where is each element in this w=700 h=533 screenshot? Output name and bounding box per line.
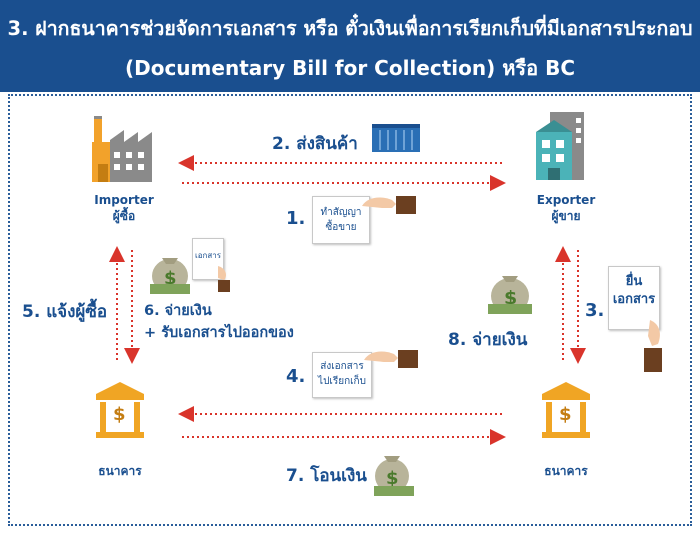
title-banner: 3. ฝากธนาคารช่วยจัดการเอกสาร หรือ ตั๋วเง… bbox=[0, 0, 700, 92]
bank-icon: $ bbox=[96, 382, 144, 438]
importer-label: Importer ผู้ซื้อ bbox=[94, 193, 154, 223]
step-5-label: 5. แจ้งผู้ซื้อ bbox=[22, 302, 108, 322]
exporter-label: Exporter ผู้ขาย bbox=[536, 193, 596, 223]
title-line-1: 3. ฝากธนาคารช่วยจัดการเอกสาร หรือ ตั๋วเง… bbox=[7, 17, 693, 40]
svg-text:$: $ bbox=[113, 404, 126, 425]
hand-with-document-icon bbox=[218, 266, 230, 292]
container-icon bbox=[372, 124, 420, 152]
factory-icon bbox=[92, 116, 152, 182]
contract-document: ทำสัญญา ซื้อขาย bbox=[312, 196, 370, 244]
money-bag-icon: $ bbox=[488, 276, 532, 314]
bank-left-label: ธนาคาร bbox=[98, 464, 142, 478]
step-7-label: 7. โอนเงิน bbox=[286, 466, 367, 486]
money-bag-icon: $ bbox=[374, 456, 414, 496]
hand-with-document-icon bbox=[364, 350, 418, 368]
svg-text:$: $ bbox=[504, 287, 517, 309]
bank-right-label: ธนาคาร bbox=[544, 464, 588, 478]
office-building-icon bbox=[536, 112, 584, 180]
step-2-label: 2. ส่งสินค้า bbox=[272, 134, 358, 154]
bank-icon: $ bbox=[542, 382, 590, 438]
hand-with-document-icon bbox=[362, 196, 416, 214]
step-4-number: 4. bbox=[286, 366, 306, 387]
step-1-number: 1. bbox=[286, 208, 306, 229]
collection-document: ส่งเอกสาร ไปเรียกเก็บ bbox=[312, 352, 372, 398]
svg-text:$: $ bbox=[164, 268, 177, 289]
step-3-number: 3. bbox=[585, 300, 605, 321]
svg-text:$: $ bbox=[559, 404, 572, 425]
title-line-2: (Documentary Bill for Collection) หรือ B… bbox=[124, 56, 576, 80]
hand-with-document-icon bbox=[644, 320, 662, 372]
diagram-frame bbox=[8, 94, 692, 526]
step-8-label: 8. จ่ายเงิน bbox=[448, 330, 528, 350]
svg-text:$: $ bbox=[386, 468, 399, 489]
money-bag-icon: $ bbox=[150, 258, 190, 294]
step-6-label: 6. จ่ายเงิน + รับเอกสารไปออกของ bbox=[144, 303, 294, 341]
submit-document: ยื่น เอกสาร bbox=[608, 266, 660, 330]
